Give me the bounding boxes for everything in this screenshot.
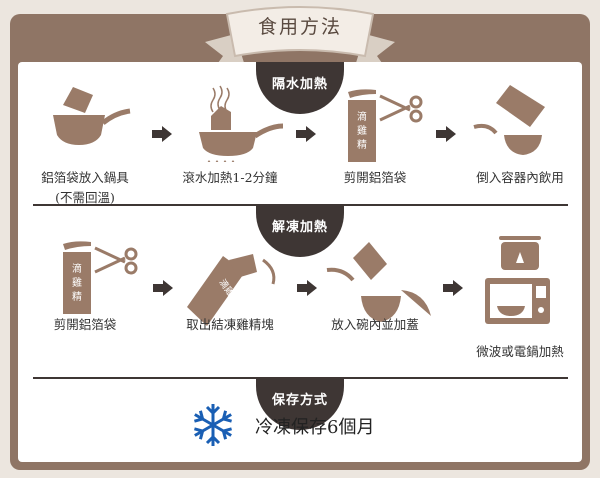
arrow-right-icon: [297, 280, 317, 296]
page-title: 食用方法: [257, 16, 342, 38]
arrow-right-icon: [153, 280, 173, 296]
pot-on-stove-icon: [199, 85, 284, 162]
title-ribbon: [205, 6, 395, 70]
svg-text:精: 精: [72, 290, 82, 303]
pouch-scissors-icon: 滴 雞 精: [348, 89, 423, 162]
svg-text:滴: 滴: [72, 262, 82, 275]
storage-text: 冷凍保存6個月: [255, 417, 375, 438]
step-label: 微波或電鍋加熱: [476, 344, 564, 359]
step-label: 取出結凍雞精塊: [186, 317, 274, 332]
step-label: 倒入容器內飲用: [476, 170, 564, 185]
svg-text:雞: 雞: [357, 124, 367, 137]
pouch-scissors-icon: 滴 雞 精: [63, 241, 138, 314]
svg-text:雞: 雞: [72, 276, 82, 289]
svg-text:滴: 滴: [357, 110, 367, 123]
step-label: 剪開鋁箔袋: [343, 170, 407, 185]
pour-into-bowl-icon: [473, 85, 545, 155]
snowflake-icon: [190, 404, 236, 448]
bowl-with-lid-icon: [326, 242, 431, 322]
microwave-rice-cooker-icon: [485, 236, 550, 324]
svg-text:精: 精: [357, 138, 367, 151]
arrow-right-icon: [443, 280, 463, 296]
arrow-right-icon: [296, 126, 316, 142]
step-label: 鋁箔袋放入鍋具: [41, 170, 129, 185]
step-label: 滾水加熱1-2分鐘: [182, 170, 278, 185]
arrow-right-icon: [152, 126, 172, 142]
step-label: 剪開鋁箔袋: [53, 317, 117, 332]
take-out-block-icon: 滴雞精: [187, 254, 276, 326]
step-label: 放入碗內並加蓋: [331, 317, 419, 332]
arrow-right-icon: [436, 126, 456, 142]
step-sublabel: (不需回溫): [55, 190, 115, 205]
pot-with-pouch-icon: [53, 87, 131, 145]
